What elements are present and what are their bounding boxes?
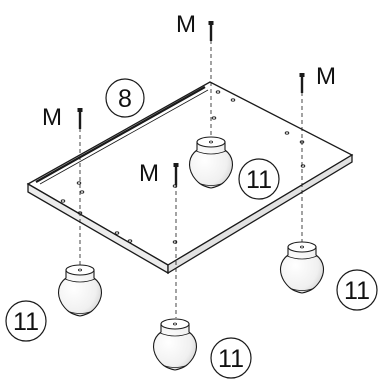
screw-label-center: M (139, 160, 159, 187)
screw-center (173, 163, 179, 185)
foot-number-label: 11 (218, 345, 244, 373)
foot-bottom-center (152, 318, 198, 371)
foot-top-center (188, 136, 234, 189)
foot-left (57, 264, 103, 317)
callout-foot-right: 11 (336, 269, 378, 311)
foot-number-label: 11 (246, 166, 272, 194)
screw-label-left: M (42, 104, 62, 131)
foot-right (279, 241, 325, 294)
callout-foot-left: 11 (5, 300, 47, 342)
screw-left (77, 108, 83, 129)
foot-number-label: 11 (344, 277, 370, 305)
screw-right (299, 73, 305, 93)
alignment-lines (79, 40, 303, 318)
board-edge-right (167, 153, 353, 275)
part-number-label: 8 (118, 85, 132, 113)
callout-foot-top: 11 (238, 158, 280, 200)
board-panel (26, 81, 354, 275)
callout-part-8: 8 (105, 78, 145, 118)
callout-foot-bottom: 11 (210, 337, 252, 379)
foot-number-label: 11 (13, 308, 39, 336)
board-top-face (26, 81, 354, 266)
board-holes (60, 90, 306, 244)
screw-label-top: M (176, 11, 196, 38)
board-groove (35, 86, 206, 183)
screw-top-center (208, 21, 214, 41)
screw-label-right: M (316, 63, 336, 90)
